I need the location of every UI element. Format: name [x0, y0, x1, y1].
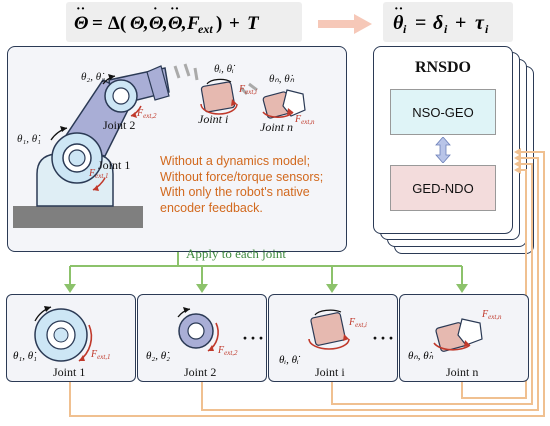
svg-text:Δ(: Δ(	[108, 13, 126, 34]
svg-text:ext: ext	[198, 22, 213, 36]
robot-joint-i-label: Joint i	[198, 112, 229, 126]
robot-arm-drawing: θ₁, θ̇₁ θ₂, θ̇₂ θᵢ, θ̇ᵢ θₙ, θ̇ₙ Fext,2 F…	[13, 63, 315, 228]
svg-text:i: i	[444, 22, 448, 36]
rnsdo-title: RNSDO	[414, 59, 471, 76]
svg-text:θᵢ, θ̇ᵢ: θᵢ, θ̇ᵢ	[214, 63, 236, 75]
svg-text:Θ: Θ	[149, 13, 164, 34]
joint-1-icon: θ₁, θ̇₁ Fext,1	[13, 306, 111, 362]
svg-text:θₙ, θ̇ₙ: θₙ, θ̇ₙ	[408, 350, 434, 362]
svg-text:+: +	[229, 13, 240, 34]
svg-text:Fext,i: Fext,i	[348, 317, 367, 329]
joint-n-icon: θₙ, θ̇ₙ Fext,n	[408, 309, 502, 362]
svg-text:,: ,	[162, 13, 167, 34]
note-line: Without a dynamics model;	[160, 154, 311, 168]
main-equation-svg: Θ ·· = Δ( Θ , Θ · , Θ ·· , F ext ) + T	[74, 2, 260, 36]
joint-card-i-label: Joint i	[315, 365, 345, 379]
per-joint-equation-svg: θ ·· i = δ i + τ i	[393, 2, 489, 36]
svg-text:θ₁, θ̇₁: θ₁, θ̇₁	[17, 133, 41, 145]
svg-text:δ: δ	[433, 12, 443, 34]
rnsdo-card: RNSDO NSO-GEO GED-NDO	[373, 46, 513, 234]
svg-text:·: ·	[153, 2, 158, 17]
apply-label: Apply to each joint	[186, 246, 287, 261]
svg-text:··: ··	[170, 2, 179, 17]
joint-card-i: θᵢ, θ̇ᵢ Fext,i Joint i	[268, 294, 398, 382]
joint-card-1: θ₁, θ̇₁ Fext,1 Joint 1	[6, 294, 136, 382]
svg-text:Θ: Θ	[74, 13, 89, 34]
joint-card-1-label: Joint 1	[53, 365, 86, 379]
ged-ndo-block: GED-NDO	[390, 165, 496, 211]
svg-text:Θ: Θ	[130, 13, 145, 34]
joint-card-n-label: Joint n	[446, 365, 479, 379]
svg-text:,: ,	[181, 13, 186, 34]
joint-i-shape	[200, 78, 238, 115]
svg-text:i: i	[403, 22, 407, 36]
bidirectional-arrow	[435, 137, 451, 163]
note-line: With only the robot's native	[160, 185, 310, 199]
svg-text:θ₂, θ̇₂: θ₂, θ̇₂	[146, 350, 170, 362]
svg-text:θₙ, θ̇ₙ: θₙ, θ̇ₙ	[269, 73, 295, 85]
note-line: encoder feedback.	[160, 200, 263, 215]
note-line: Without force/torque sensors;	[160, 169, 324, 184]
svg-text:T: T	[247, 13, 260, 34]
link-continuation-dashes	[173, 63, 199, 81]
joint-n-shape	[262, 89, 306, 119]
joint-i-icon: θᵢ, θ̇ᵢ Fext,i	[279, 309, 367, 366]
svg-text:θ₁, θ̇₁: θ₁, θ̇₁	[13, 350, 37, 362]
robot-joint-1-label: Joint 1	[98, 158, 131, 172]
svg-text:,: ,	[143, 13, 148, 34]
per-joint-equation: θ ·· i = δ i + τ i	[383, 2, 513, 42]
robot-joint-2-label: Joint 2	[103, 118, 136, 132]
svg-text:+: +	[455, 12, 466, 34]
svg-text:τ: τ	[475, 12, 485, 34]
apply-arrows	[69, 252, 463, 286]
svg-text:Fext,1: Fext,1	[90, 349, 111, 361]
svg-text:··: ··	[394, 2, 403, 17]
joint-card-2-label: Joint 2	[184, 365, 217, 379]
assumption-notes: Without a dynamics model; Without force/…	[160, 154, 323, 216]
svg-text:θᵢ, θ̇ᵢ: θᵢ, θ̇ᵢ	[279, 354, 301, 366]
svg-text:Θ: Θ	[168, 13, 183, 34]
svg-text:··: ··	[76, 2, 85, 17]
joint-2-icon: θ₂, θ̇₂ Fext,2	[146, 307, 238, 362]
joint-card-n: θₙ, θ̇ₙ Fext,n Joint n	[399, 294, 529, 382]
svg-text:Fext,2: Fext,2	[217, 345, 238, 357]
svg-text:Fext,n: Fext,n	[481, 309, 502, 321]
main-equation: Θ ·· = Δ( Θ , Θ · , Θ ·· , F ext ) + T	[66, 2, 302, 42]
robot-joint-n-label: Joint n	[260, 120, 293, 134]
ellipsis-2: ···	[372, 328, 397, 348]
svg-text:F: F	[186, 13, 200, 34]
svg-text:=: =	[415, 12, 426, 34]
svg-text:θ₂, θ̇₂: θ₂, θ̇₂	[81, 71, 105, 83]
ground	[13, 206, 143, 228]
svg-text:θ: θ	[393, 12, 404, 34]
top-arrow	[318, 14, 372, 34]
svg-text:i: i	[485, 22, 489, 36]
svg-text:=: =	[92, 13, 103, 34]
ellipsis-1: ···	[242, 328, 267, 348]
feedback-arrows	[69, 151, 545, 417]
nso-geo-block: NSO-GEO	[390, 89, 496, 135]
svg-text:): )	[216, 13, 222, 34]
joint-card-2: θ₂, θ̇₂ Fext,2 Joint 2	[137, 294, 267, 382]
